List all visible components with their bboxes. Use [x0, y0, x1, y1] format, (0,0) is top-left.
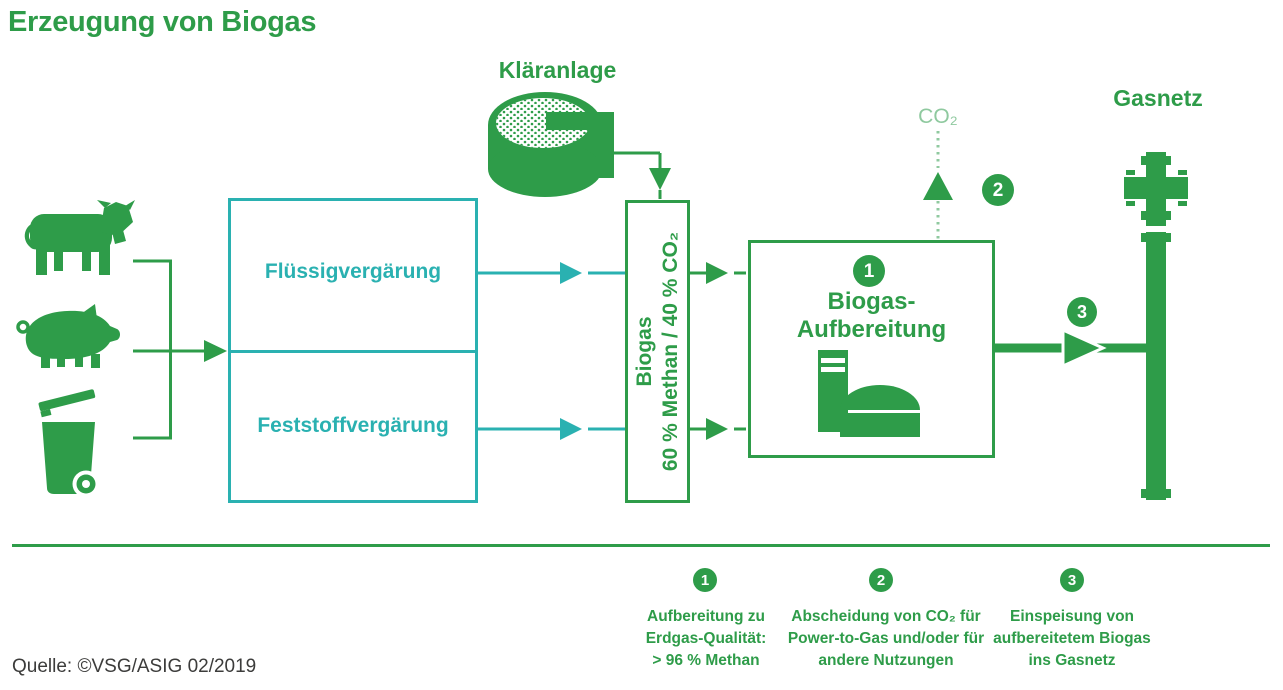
page-title: Erzeugung von Biogas	[8, 6, 317, 38]
legend-3-line-3: ins Gasnetz	[1028, 652, 1116, 669]
sewage-plant-arrowhead-icon	[649, 168, 671, 190]
upgrading-label-line1: Biogas-	[827, 288, 916, 315]
biogas-composition-label: Biogas 60 % Methan / 40 % CO₂	[625, 200, 690, 503]
upgrading-label-line2: Aufbereitung	[796, 316, 947, 343]
biogas-label-line1: Biogas	[632, 316, 656, 387]
digestion-box: Flüssigvergärung Feststoffvergärung	[228, 198, 478, 503]
legend-1-line-1: Aufbereitung zu	[647, 608, 765, 625]
grid-feed-arrow	[995, 327, 1150, 369]
gas-pipe-icon	[1124, 152, 1188, 500]
solid-digestion-label: Feststoffvergärung	[257, 414, 449, 437]
legend-badge-3: 3	[1060, 568, 1084, 592]
legend-item-2-text: Abscheidung von CO₂ für Power-to-Gas und…	[781, 606, 991, 672]
liquid-digestion-label: Flüssigvergärung	[264, 260, 442, 283]
cow-icon	[24, 200, 135, 275]
legend-2-line-1: Abscheidung von CO₂ für	[791, 608, 981, 625]
legend-1-line-2: Erdgas-Qualität:	[645, 630, 767, 647]
green-arrowhead-bottom-icon	[706, 418, 728, 440]
sewage-plant-icon	[488, 92, 614, 197]
legend-2-line-3: andere Nutzungen	[818, 652, 954, 669]
co2-label: CO₂	[918, 105, 958, 128]
upgrading-label: Biogas- Aufbereitung	[758, 288, 985, 344]
legend-badge-2: 2	[869, 568, 893, 592]
digestion-divider	[231, 350, 475, 353]
gas-grid-label: Gasnetz	[1113, 85, 1203, 111]
biogas-composition-box	[625, 200, 690, 503]
co2-badge: 2	[982, 174, 1014, 206]
gas-grid-badge: 3	[1067, 297, 1097, 327]
teal-arrowhead-top-icon	[560, 262, 582, 284]
sewage-plant-label: Kläranlage	[498, 57, 617, 83]
legend-item-1-text: Aufbereitung zu Erdgas-Qualität: > 96 % …	[616, 606, 796, 672]
upgrading-badge: 1	[853, 255, 885, 287]
upgrading-plant-icon	[818, 350, 920, 437]
footer-divider	[12, 544, 1270, 547]
source-note: Quelle: ©VSG/ASIG 02/2019	[12, 656, 257, 677]
digestion-output-arrows	[478, 271, 625, 431]
legend-3-line-1: Einspeisung von	[1009, 608, 1134, 625]
legend-3-line-2: aufbereitetem Biogas	[993, 630, 1151, 647]
legend-badge-1: 1	[693, 568, 717, 592]
teal-arrowhead-bottom-icon	[560, 418, 582, 440]
sewage-plant-connector	[614, 151, 662, 199]
upgrading-box	[748, 240, 995, 458]
biogas-label-line2: 60 % Methan / 40 % CO₂	[658, 231, 682, 472]
legend-item-3-text: Einspeisung von aufbereitetem Biogas ins…	[977, 606, 1167, 672]
co2-arrow	[923, 131, 953, 239]
feedstock-connector-lines	[133, 259, 205, 440]
legend-1-line-3: > 96 % Methan	[652, 652, 760, 669]
biogas-output-arrows	[690, 271, 746, 431]
feedstock-arrowhead-icon	[204, 340, 227, 362]
legend-2-line-2: Power-to-Gas und/oder für	[787, 630, 985, 647]
waste-bin-icon	[38, 389, 100, 498]
green-arrowhead-top-icon	[706, 262, 728, 284]
pig-icon	[16, 304, 121, 368]
